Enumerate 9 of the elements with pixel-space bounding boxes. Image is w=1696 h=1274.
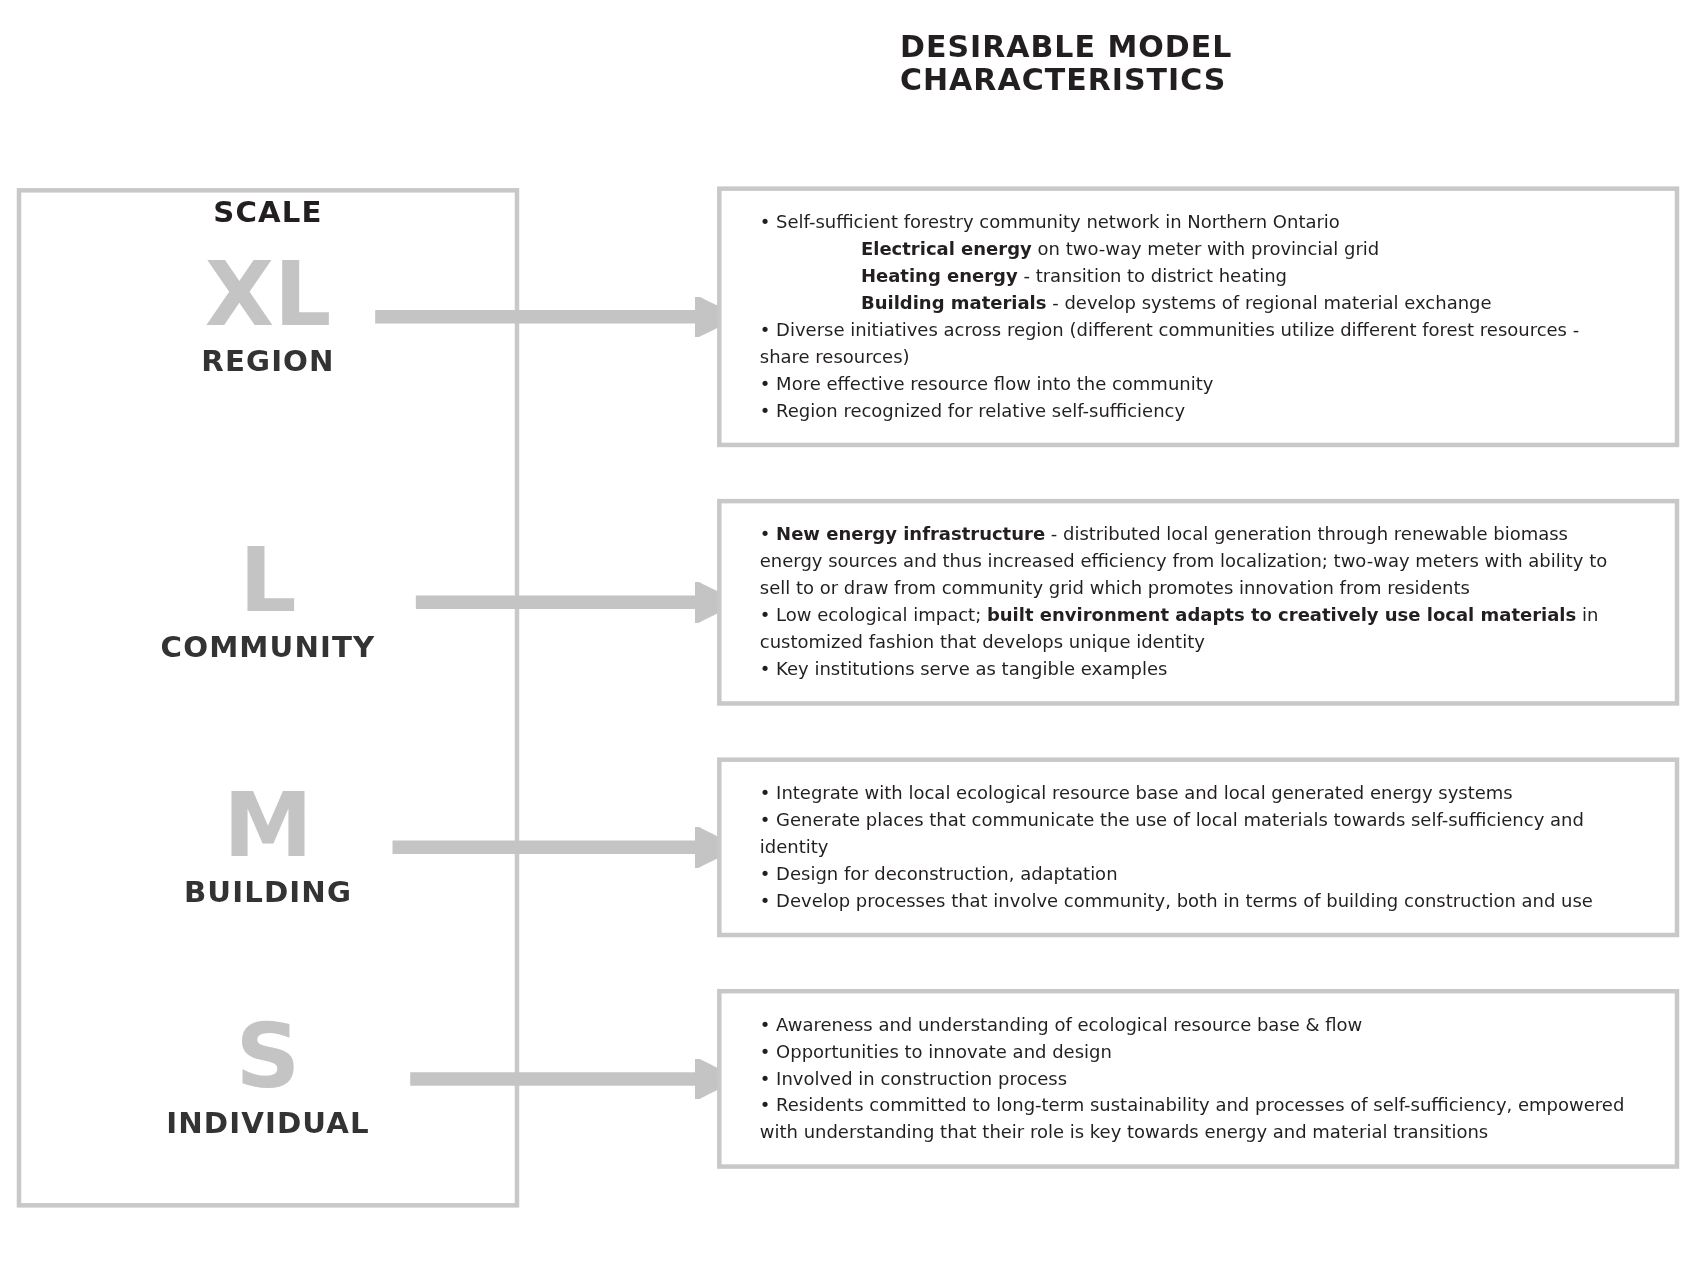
node-box: • New energy infrastructure - distributed local generation through renewable biomass energy sources and thus increased efficiency from localization; two-way meters with ability to sell to or draw from community grid which promotes innovation from residents • Low ecological impact; built environment adapts to creatively use local materials in customized fashion that develops unique identity • Key institutions serve as tangible examples bbox=[717, 498, 1680, 706]
column-heading: DESIRABLE MODEL CHARACTERISTICS bbox=[900, 30, 1234, 96]
node-box: • Self-sufficient forestry community network in Northern Ontario Electrical energy on two-way meter with provincial grid Heating energy - transition to district heating Building materials - develop systems of regional material exchange • Diverse initiatives across region (different communities utilize different forest resources - share resources) • More effective resource flow into the community • Region recognized for relative self-sufficiency bbox=[717, 186, 1680, 448]
node-text: L COMMUNITY bbox=[160, 534, 376, 664]
node-text: M BUILDING bbox=[183, 779, 353, 909]
node-box: • Awareness and understanding of ecological resource base & flow • Opportunities to innovate and design • Involved in construction process • Residents committed to long-term sustainability and processes of self-sufficiency, empowered with understanding that their role is key towards energy and material transitions bbox=[717, 988, 1680, 1169]
node-text: S INDIVIDUAL bbox=[166, 1011, 370, 1141]
node-box: • Integrate with local ecological resource base and local generated energy systems • Generate places that communicate the use of local materials towards self-sufficiency and identity • Design for deconstruction, adaptation • Develop processes that involve community, both in terms of building construction and use bbox=[717, 757, 1680, 938]
node-text: XL REGION bbox=[201, 248, 335, 379]
